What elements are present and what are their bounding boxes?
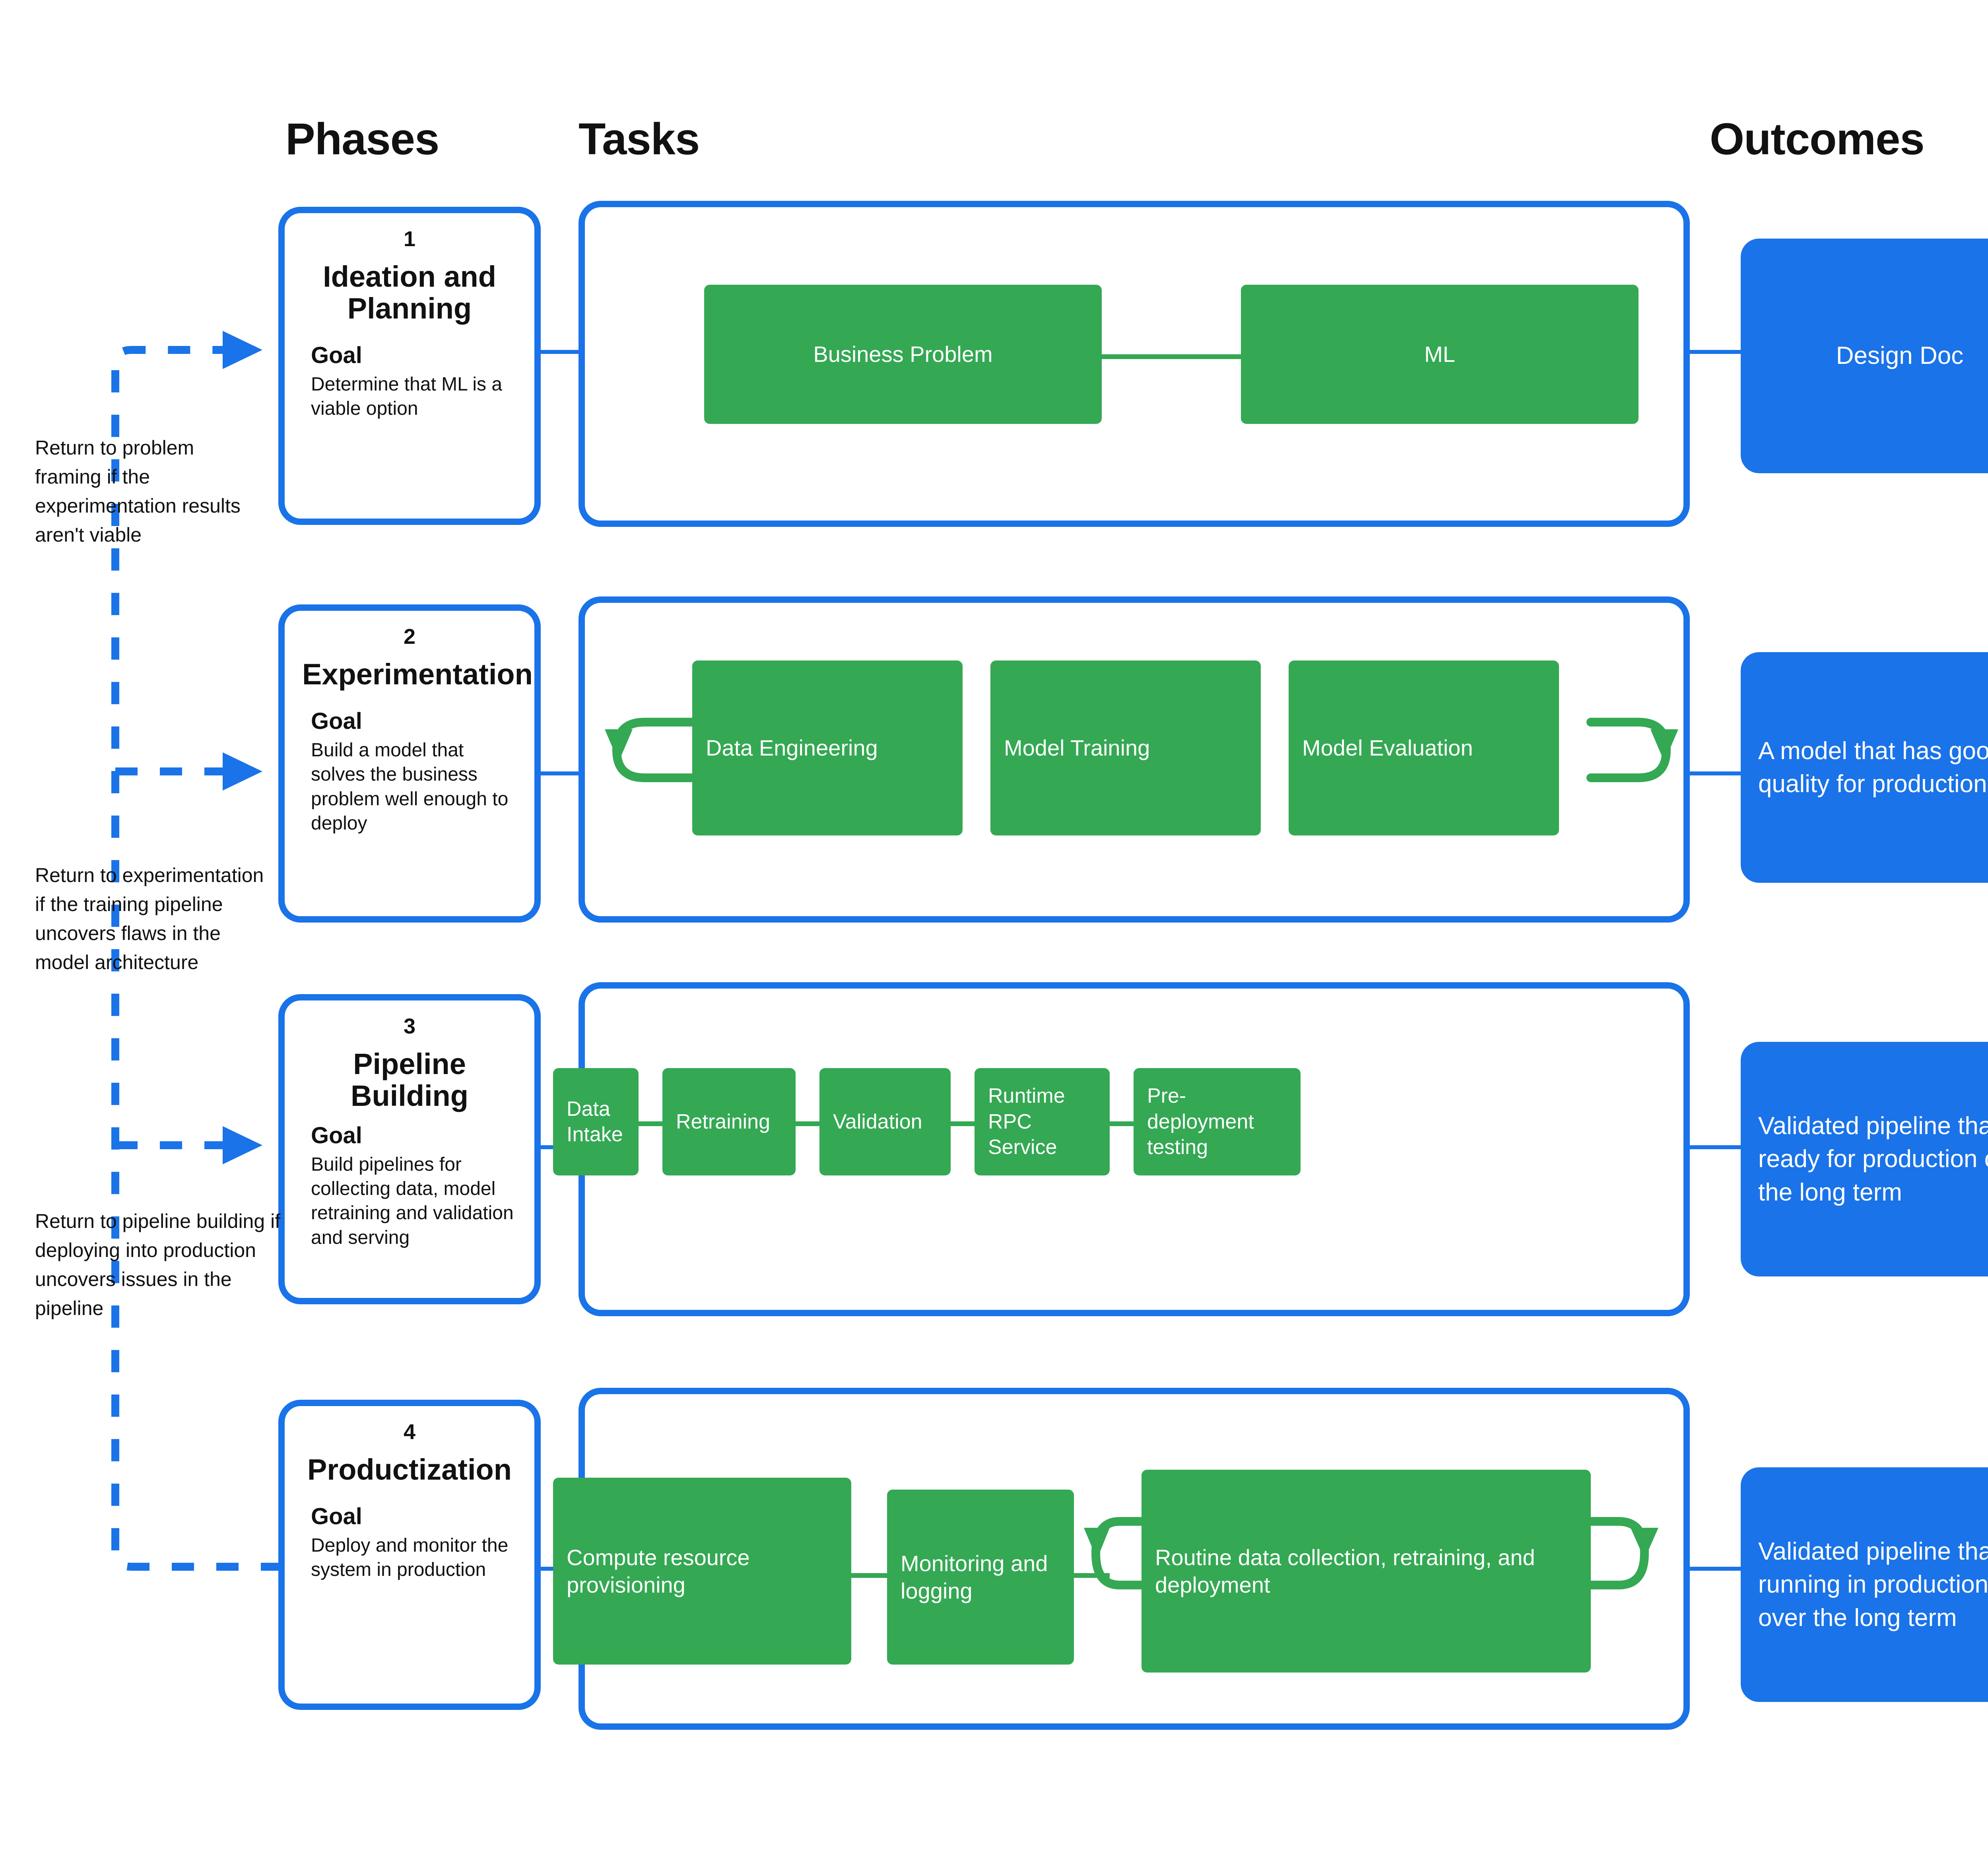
task-box-business-problem[interactable]: Business Problem (704, 285, 1102, 424)
task-box-validation[interactable]: Validation (819, 1068, 951, 1175)
task-box-pre-deployment-testing[interactable]: Pre-deployment testing (1134, 1068, 1301, 1175)
task-box-data-engineering[interactable]: Data Engineering (692, 660, 963, 835)
phase-card-1[interactable]: 1 Ideation and Planning Goal Determine t… (278, 207, 541, 525)
task-box-model-training[interactable]: Model Training (990, 660, 1261, 835)
phase-number-1: 1 (403, 227, 416, 251)
outcome-box-3[interactable]: Validated pipeline that's ready for prod… (1741, 1042, 1988, 1276)
connector-tasks4-outcome (1689, 1567, 1741, 1571)
outcome-box-2[interactable]: A model that has good quality for produc… (1741, 652, 1988, 883)
loop-arrowhead-left-4 (1084, 1528, 1110, 1559)
arrowhead-to-phase-1 (223, 331, 262, 369)
task-box-compute-resource-provisioning[interactable]: Compute resource provisioning (553, 1478, 851, 1665)
task-box-retraining[interactable]: Retraining (662, 1068, 796, 1175)
task-connector-3-d (1110, 1121, 1134, 1126)
phase-card-2[interactable]: 2 Experimentation Goal Build a model tha… (278, 604, 541, 923)
phase-goal-label-2: Goal (311, 708, 362, 734)
task-box-model-evaluation[interactable]: Model Evaluation (1289, 660, 1559, 835)
task-connector-3-c (951, 1121, 975, 1126)
task-connector-3-b (796, 1121, 819, 1126)
task-connector-1-a (1098, 354, 1245, 359)
annotation-return-to-experimentation: Return to experimentation if the trainin… (35, 864, 264, 973)
connector-tasks1-outcome (1689, 350, 1741, 354)
task-connector-4-a (851, 1573, 887, 1578)
task-box-routine-data-collection[interactable]: Routine data collection, retraining, and… (1142, 1470, 1591, 1673)
phase-title-4: Productization (307, 1453, 512, 1486)
tasks-panel-4: Compute resource provisioning Monitoring… (553, 1388, 1690, 1730)
outcome-box-1[interactable]: Design Doc (1741, 239, 1988, 473)
annotation-return-to-pipeline-building: Return to pipeline building if deploying… (35, 1210, 281, 1319)
task-connector-3-a (639, 1121, 662, 1126)
connector-tasks3-outcome (1689, 1145, 1741, 1149)
phase-number-2: 2 (403, 625, 416, 649)
phase-goal-text-1: Determine that ML is a viable option (311, 373, 503, 420)
column-heading-phases: Phases (285, 114, 439, 164)
phase-card-4[interactable]: 4 Productization Goal Deploy and monitor… (278, 1400, 541, 1710)
phase-goal-1: Goal Determine that ML is a viable optio… (302, 343, 517, 421)
phase-goal-label-3: Goal (311, 1122, 362, 1148)
arrowhead-to-phase-3 (223, 1126, 262, 1164)
annotation-return-to-problem-framing: Return to problem framing if the experim… (35, 437, 241, 546)
phase-goal-text-4: Deploy and monitor the system in product… (311, 1535, 509, 1581)
loop-arrowhead-right-4 (1631, 1528, 1658, 1559)
task-connector-4-b (1074, 1573, 1110, 1578)
phase-card-3[interactable]: 3 Pipeline Building Goal Build pipelines… (278, 994, 541, 1304)
tasks-panel-3: Data Intake Retraining Validation Runtim… (553, 982, 1690, 1316)
phase-title-3: Pipeline Building (351, 1047, 468, 1112)
task-box-ml[interactable]: ML (1241, 285, 1639, 424)
phase-goal-text-2: Build a model that solves the business p… (311, 739, 509, 834)
phase-number-4: 4 (403, 1420, 416, 1444)
loop-arrowhead-left (605, 729, 633, 762)
phase-number-3: 3 (403, 1014, 416, 1038)
task-box-data-intake[interactable]: Data Intake (553, 1068, 639, 1175)
connector-phase1-tasks (540, 350, 579, 354)
phase-goal-label-1: Goal (311, 342, 362, 368)
task-box-monitoring-and-logging[interactable]: Monitoring and logging (887, 1490, 1074, 1665)
loop-arrowhead-right (1650, 729, 1678, 762)
phase-goal-label-4: Goal (311, 1503, 362, 1529)
phase-goal-2: Goal Build a model that solves the busin… (302, 709, 517, 836)
phase-goal-3: Goal Build pipelines for collecting data… (302, 1123, 517, 1250)
phase-title-1: Ideation and Planning (323, 260, 496, 325)
phase-goal-4: Goal Deploy and monitor the system in pr… (302, 1504, 517, 1582)
column-heading-tasks: Tasks (579, 114, 700, 164)
arrowhead-to-phase-2 (223, 752, 262, 791)
outcome-box-4[interactable]: Validated pipeline that's running in pro… (1741, 1467, 1988, 1702)
phase-title-2: Experimentation (302, 658, 533, 691)
tasks-panel-1: Business Problem ML (579, 201, 1690, 527)
column-heading-outcomes: Outcomes (1710, 114, 1925, 164)
connector-phase2-tasks (540, 771, 579, 775)
tasks-panel-2: Data Engineering Model Training Model Ev… (579, 596, 1690, 923)
connector-tasks2-outcome (1689, 771, 1741, 775)
phase-goal-text-3: Build pipelines for collecting data, mod… (311, 1154, 514, 1248)
task-box-runtime-rpc-service[interactable]: Runtime RPC Service (975, 1068, 1110, 1175)
